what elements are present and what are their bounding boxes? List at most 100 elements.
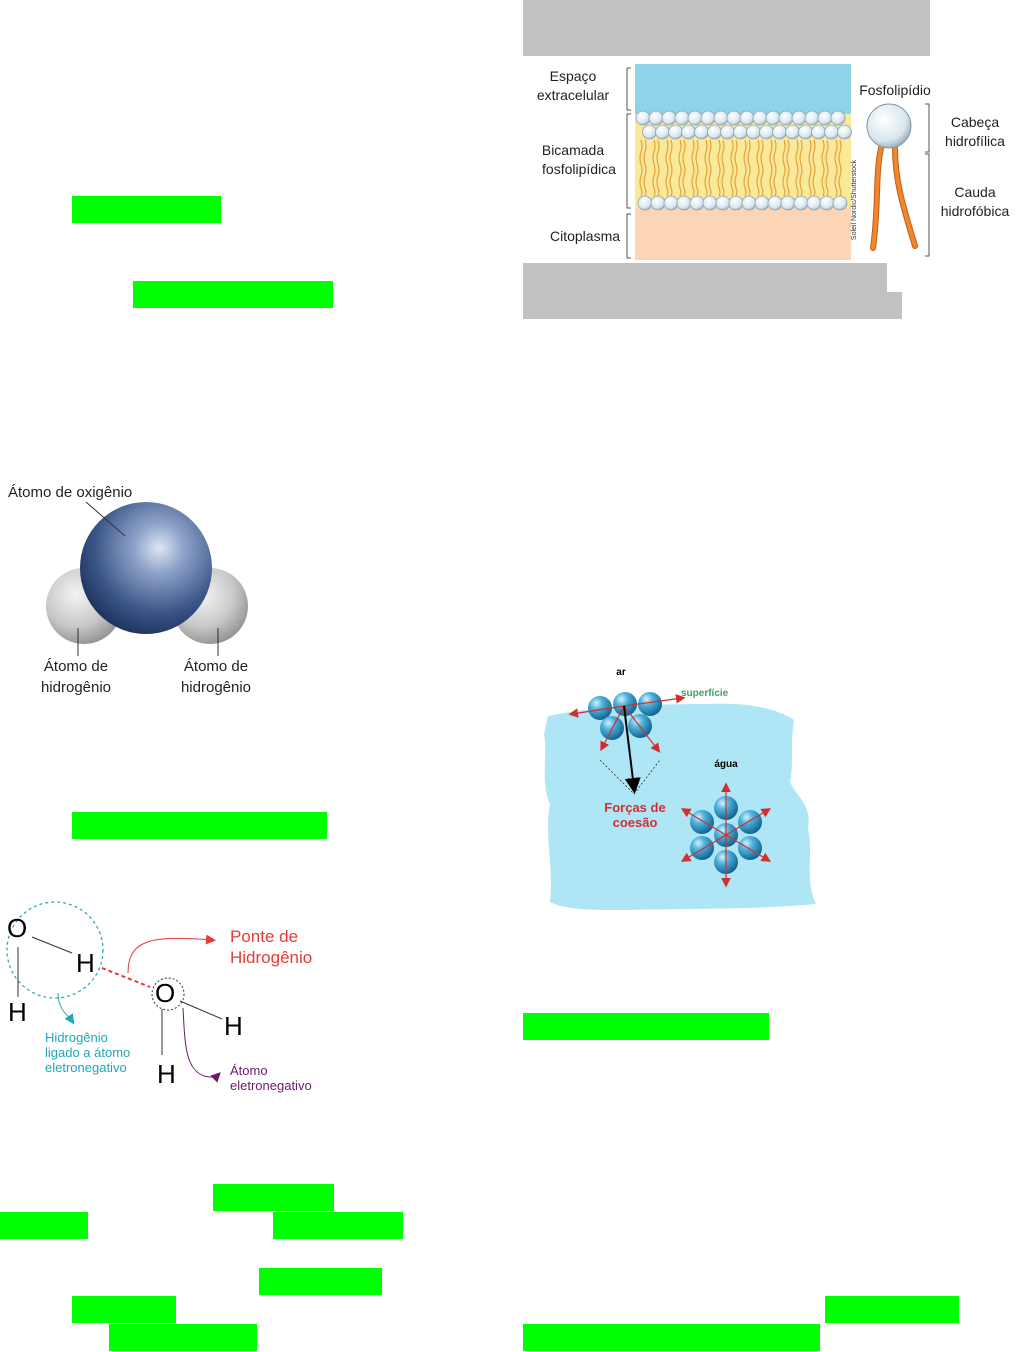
hydrogen-bond-diagram: O H H O H H Ponte de Hidrogênio Hidrogên… [0, 895, 340, 1105]
lipid-tail [743, 139, 747, 197]
redacted-block-top-2 [523, 28, 930, 56]
forces-label-2: coesão [612, 815, 658, 830]
lipid-head [767, 195, 783, 211]
lipid-head [824, 124, 839, 140]
lipid-head [694, 124, 709, 140]
lipid-head [780, 195, 796, 211]
highlight-bar-10 [523, 1013, 769, 1040]
bilayer-label-1: Bicamada [541, 142, 605, 158]
hydrogen-right-label-2: hidrogênio [180, 679, 252, 696]
extracellular-label-2: extracelular [536, 87, 610, 103]
redacted-block-bottom [523, 263, 887, 292]
surface-molecules [588, 692, 662, 740]
lipid-head [713, 110, 729, 126]
phospholipid-tails [639, 139, 842, 197]
lipid-head [702, 195, 718, 211]
lipid-head [765, 110, 781, 126]
oxygen-label: Átomo de oxigênio [8, 484, 133, 501]
tail-label-1: Cauda [954, 184, 996, 200]
highlight-bar-1 [72, 196, 221, 223]
lipid-tail [652, 139, 656, 197]
lipid-tail [760, 139, 764, 197]
phospholipid-heads-top [635, 110, 852, 140]
lipid-tail [643, 139, 647, 197]
lipid-head [746, 124, 761, 140]
lipid-head [819, 195, 835, 211]
highlight-bar-5 [0, 1212, 88, 1239]
highlight-bar-2 [133, 281, 333, 308]
head-label-2: hidrofílica [945, 133, 1005, 149]
lipid-head [707, 124, 722, 140]
bridge-label-1: Ponte de [230, 927, 299, 946]
water-molecule-svg [46, 501, 248, 656]
lipid-tail [639, 139, 643, 197]
electroneg-label-1: Átomo [230, 1063, 268, 1078]
highlight-bar-4 [213, 1184, 334, 1211]
image-credit: Soleil Nordic/Shutterstock [851, 159, 858, 241]
lipid-head [778, 110, 794, 126]
lipid-tail [691, 139, 695, 197]
hydrogen-1-symbol: H [76, 948, 95, 978]
bonded-h-label-2: ligado a átomo [45, 1045, 131, 1060]
lipid-head [817, 110, 833, 126]
extracellular-label-1: Espaço [549, 68, 597, 84]
lipid-head [650, 195, 666, 211]
lipid-tail [799, 139, 803, 197]
lipid-tail [838, 139, 842, 197]
hydrogen-4-symbol: H [157, 1059, 176, 1089]
lipid-head [811, 124, 826, 140]
electronegative-atom-circle [151, 977, 185, 1011]
highlight-bar-6 [273, 1212, 403, 1239]
highlight-bar-8 [72, 1296, 176, 1323]
lipid-tail [678, 139, 682, 197]
lipid-head [715, 195, 731, 211]
lipid-head [830, 110, 846, 126]
highlight-bar-12 [523, 1324, 820, 1351]
lipid-head [661, 110, 677, 126]
membrane-diagram: Espaço extracelular Bicamada fosfolipídi… [523, 56, 1023, 263]
lipid-tail [773, 139, 777, 197]
lipid-tail [834, 139, 838, 197]
electroneg-label-2: eletronegativo [230, 1078, 312, 1093]
lipid-head [681, 124, 696, 140]
bilayer-label-2: fosfolipídica [542, 161, 616, 177]
water-body [544, 703, 816, 910]
hydrogen-right-label-1: Átomo de [183, 658, 249, 675]
lipid-tail [730, 139, 734, 197]
lipid-head [741, 195, 757, 211]
lipid-head [791, 110, 807, 126]
lipid-tail [747, 139, 751, 197]
lipid-tail [808, 139, 812, 197]
lipid-tail [682, 139, 686, 197]
lipid-tail [721, 139, 725, 197]
highlight-bar-11 [825, 1296, 959, 1323]
lipid-tail [769, 139, 773, 197]
oxygen-atom [80, 502, 212, 634]
bonded-hydrogen-circle [6, 901, 104, 999]
lipid-head [642, 124, 657, 140]
lipid-head [726, 110, 742, 126]
membrane-svg [626, 64, 930, 260]
lipid-head [837, 124, 852, 140]
lipid-head [754, 195, 770, 211]
redacted-block-top [523, 0, 930, 28]
cohesion-svg [544, 692, 816, 910]
phospholipid-label: Fosfolipídio [859, 82, 931, 98]
water-label: água [714, 759, 738, 770]
lipid-tail [795, 139, 799, 197]
lipid-head [785, 124, 800, 140]
redacted-block-bottom-2 [523, 292, 902, 319]
lipid-head [637, 195, 653, 211]
lipid-head [798, 124, 813, 140]
bridge-label-2: Hidrogênio [230, 948, 313, 967]
lipid-head [804, 110, 820, 126]
cohesion-diagram: ar superfície água Forças de coesão [536, 664, 826, 914]
lipid-tail [756, 139, 760, 197]
lipid-tail [695, 139, 699, 197]
hydrogen-left-label-2: hidrogênio [40, 679, 112, 696]
lipid-tail [825, 139, 829, 197]
hydrogen-left-label-1: Átomo de [43, 658, 109, 675]
hydrogen-bond-svg [6, 901, 223, 1083]
lipid-head [700, 110, 716, 126]
lipid-tail [734, 139, 738, 197]
